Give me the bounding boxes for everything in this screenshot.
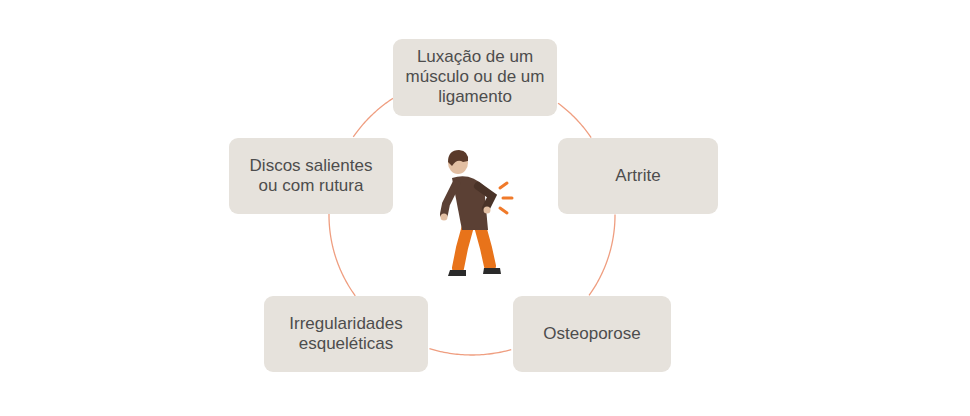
cause-label: Discos salientes ou com rutura <box>241 156 381 196</box>
shoe <box>448 270 466 276</box>
cause-label: Artrite <box>615 166 660 186</box>
cause-box: Osteoporose <box>513 296 671 372</box>
leg <box>480 226 490 266</box>
arm <box>444 184 456 214</box>
pain-mark <box>503 197 512 200</box>
ring-arc <box>429 349 511 355</box>
shoe <box>483 268 501 274</box>
person-figure <box>441 150 513 276</box>
cause-box: Irregularidades esqueléticas <box>264 296 428 372</box>
ring-arc <box>329 214 355 296</box>
hair <box>448 150 468 166</box>
cause-label: Osteoporose <box>543 324 640 344</box>
ring-arc <box>558 103 591 137</box>
pain-mark <box>500 208 507 213</box>
hand <box>484 207 491 214</box>
ring-arc <box>589 214 615 295</box>
cause-label: Irregularidades esqueléticas <box>276 314 416 354</box>
ring-arc <box>353 98 393 137</box>
leg <box>458 226 468 268</box>
hand <box>441 214 448 221</box>
cause-box: Luxação de um músculo ou de um ligamento <box>393 39 557 116</box>
arm <box>478 186 492 208</box>
cause-box: Discos salientes ou com rutura <box>229 138 393 214</box>
cause-box: Artrite <box>558 138 718 214</box>
pain-mark <box>500 183 507 188</box>
cause-label: Luxação de um músculo ou de um ligamento <box>405 47 545 107</box>
